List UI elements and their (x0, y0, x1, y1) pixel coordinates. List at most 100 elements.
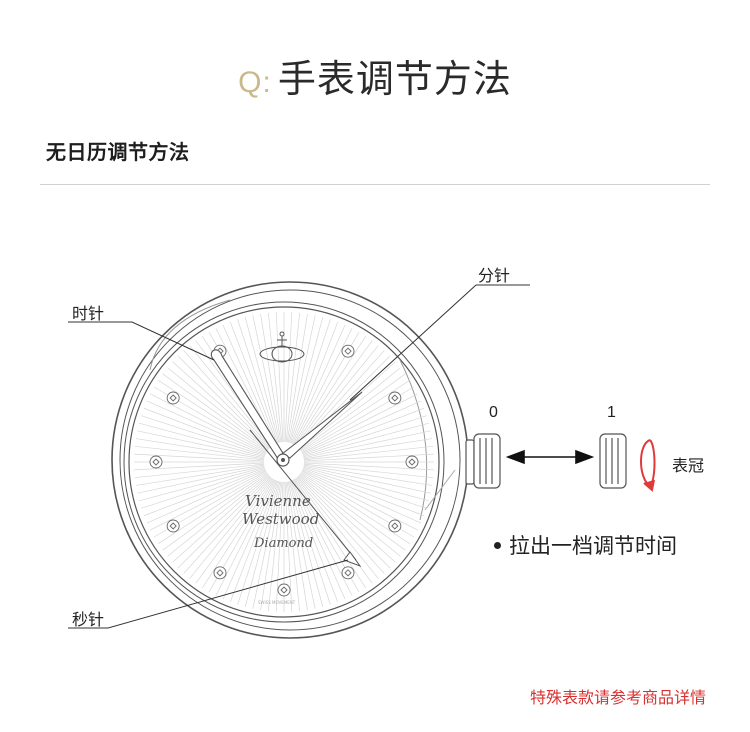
sunburst-line (289, 319, 331, 444)
sunburst-line (137, 430, 265, 459)
sunburst-line (303, 438, 433, 460)
sunburst-line (134, 445, 265, 461)
sunburst-line (275, 481, 284, 612)
hour-marker-facet (391, 522, 399, 530)
sunburst-line (135, 438, 265, 460)
sunburst-line (303, 422, 429, 458)
sunburst-line (267, 481, 283, 612)
dial-brand-line2: Westwood (242, 510, 319, 528)
sunburst-line (288, 481, 324, 607)
sunburst-line (229, 321, 278, 444)
instruction-label: 拉出一档调节时间 (509, 534, 677, 558)
dial-text: Vivienne Westwood Diamond (242, 492, 319, 551)
sunburst-line (292, 479, 353, 596)
sunburst-line (303, 462, 434, 471)
double-arrow-icon (505, 449, 595, 465)
hour-markers (149, 344, 419, 597)
sunburst-line (146, 400, 266, 455)
sunburst-line (302, 469, 422, 524)
hour-marker-facet (169, 394, 177, 402)
sunburst-line (260, 481, 282, 611)
sunburst-line (285, 312, 301, 443)
sunburst-line (298, 475, 396, 563)
sunburst-line (286, 481, 308, 611)
sunburst-line (303, 445, 434, 461)
crown-position-0: 0 (489, 404, 498, 421)
sunburst-line (215, 479, 276, 596)
second-hand-label: 秒针 (72, 610, 105, 629)
sunburst-line (244, 481, 280, 607)
sunburst-line (244, 317, 280, 443)
hour-marker-facet (280, 586, 288, 594)
hour-marker-facet (344, 569, 352, 577)
sunburst-line (300, 472, 410, 544)
orb-logo (259, 331, 305, 363)
sunburst-line (299, 474, 401, 557)
sunburst-line (267, 312, 283, 443)
sunburst-line (284, 312, 293, 443)
sunburst-line (158, 380, 268, 452)
sunburst-line (195, 477, 273, 584)
sunburst-line (296, 477, 379, 579)
sunburst-line (297, 475, 391, 569)
bullet-dot (494, 541, 501, 549)
sunburst-line (303, 463, 434, 479)
sunburst-line (141, 467, 266, 509)
sunburst-line (134, 463, 265, 479)
leader-lines (68, 284, 530, 629)
sunburst-line (299, 367, 401, 450)
sunburst-line (202, 478, 274, 588)
sunburst-line (289, 480, 331, 605)
sunburst-line (296, 345, 379, 447)
sunburst-line (146, 469, 266, 524)
divider (40, 184, 710, 185)
sunburst-line (229, 480, 278, 603)
sunburst-line (252, 481, 281, 609)
sunburst-line (303, 465, 431, 494)
hour-hand (210, 349, 287, 463)
sunburst-line (290, 321, 339, 444)
svg-text:SWISS MOVEMENT: SWISS MOVEMENT (258, 600, 296, 605)
sunburst-line (177, 475, 271, 569)
rotate-icon (640, 439, 656, 492)
hour-marker-facet (169, 522, 177, 530)
section-title: 无日历调节方法 (46, 140, 190, 164)
sunburst-line (297, 476, 385, 574)
sunburst-line (167, 474, 269, 557)
sunburst-line (162, 373, 269, 451)
hour-hand-label: 时针 (72, 304, 105, 323)
sunburst-line (177, 355, 271, 449)
sunburst-line (183, 350, 271, 448)
sunburst-line (252, 315, 281, 443)
sunburst-line (301, 470, 418, 531)
second-hand (249, 429, 362, 568)
sunburst-line (237, 480, 279, 605)
sunburst-line (172, 475, 270, 563)
sunburst-line (183, 476, 271, 574)
crown-position-1: 1 (607, 404, 616, 421)
crown-label: 表冠 (672, 456, 705, 475)
sunburst-line (294, 478, 366, 588)
product-note: 特殊表款请参考商品详情 (529, 688, 706, 707)
hour-marker-facet (152, 458, 160, 466)
sunburst-line (302, 400, 422, 455)
sunburst-line (284, 481, 293, 612)
sunburst-line (162, 473, 269, 551)
sunburst-line (143, 407, 266, 456)
sunburst-line (260, 313, 282, 443)
sunburst-line (286, 313, 308, 443)
dial-model: Diamond (253, 536, 313, 551)
sunburst-line (141, 415, 266, 457)
dial-brand-line1: Vivienne (245, 492, 311, 510)
sunburst-line (139, 466, 265, 502)
sunburst-line (222, 324, 277, 444)
hour-marker-facet (344, 347, 352, 355)
center-pin (276, 453, 290, 467)
sunburst-line (290, 480, 339, 603)
sunburst-line (150, 470, 267, 531)
sunburst-line (300, 380, 410, 452)
crown-pulled (599, 433, 627, 489)
sunburst-line (291, 480, 346, 600)
sunburst-line (150, 393, 267, 454)
hour-marker-facet (216, 569, 224, 577)
